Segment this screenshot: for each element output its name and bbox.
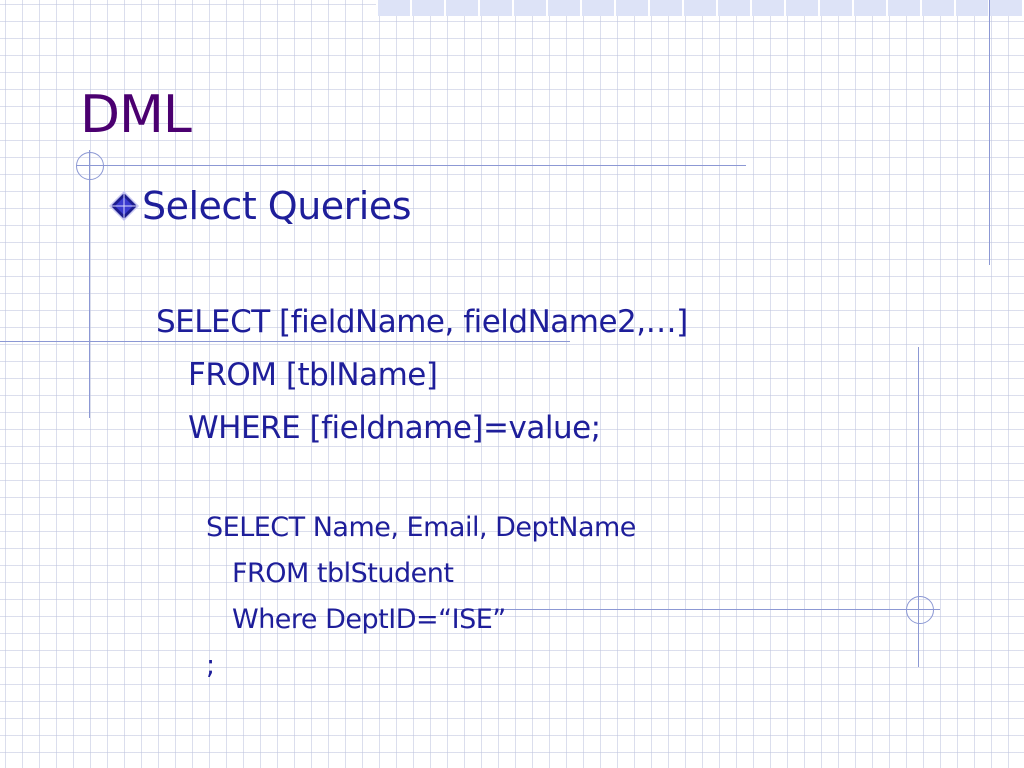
syntax-line-select: SELECT [fieldName, fieldName2,…]	[156, 304, 688, 340]
example-line-terminator: ;	[206, 650, 215, 681]
syntax-line-from: FROM [tblName]	[188, 357, 438, 393]
diamond-bullet-icon	[108, 190, 140, 222]
bullet-item: Select Queries	[108, 184, 412, 228]
syntax-line-where: WHERE [fieldname]=value;	[188, 410, 601, 446]
top-decorative-bar	[376, 0, 1024, 16]
decor-line-title-underline	[76, 165, 746, 166]
slide-title: DML	[80, 85, 192, 145]
decor-line-left-vertical	[89, 150, 90, 418]
decor-circle-bottom	[906, 596, 934, 624]
decor-line-right-vertical-top	[989, 0, 990, 265]
example-line-from: FROM tblStudent	[232, 558, 454, 589]
decor-line-mid-horizontal	[0, 341, 570, 342]
decor-line-bottom-horizontal	[455, 609, 940, 610]
bullet-text: Select Queries	[142, 184, 412, 228]
example-line-where: Where DeptID=“ISE”	[232, 604, 506, 635]
decor-circle-title	[76, 152, 104, 180]
example-line-select: SELECT Name, Email, DeptName	[206, 512, 636, 543]
decor-line-right-vertical-bottom	[918, 347, 919, 667]
